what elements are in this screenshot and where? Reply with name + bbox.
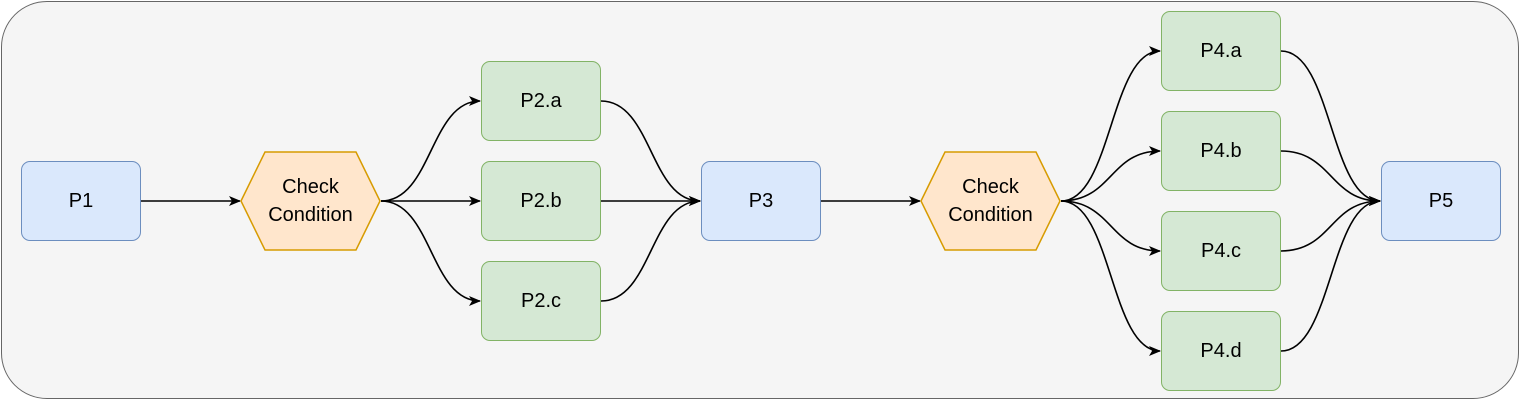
- node-p4c-label: P4.c: [1200, 239, 1242, 262]
- node-decision1-label-line1: Check: [282, 176, 339, 198]
- node-p2b-label: P2.b: [520, 189, 562, 212]
- edge-decision2-to-p4b: [1060, 146, 1161, 202]
- node-p2b[interactable]: P2.b: [481, 161, 601, 241]
- node-p2c[interactable]: P2.c: [481, 261, 601, 341]
- node-p4a[interactable]: P4.a: [1161, 11, 1281, 91]
- edge-p4c-to-p5: [1280, 196, 1381, 252]
- edge-p2a-to-p3: [600, 100, 701, 206]
- node-p4c[interactable]: P4.c: [1161, 211, 1281, 291]
- node-p3-label: P3: [748, 189, 774, 212]
- node-p2a[interactable]: P2.a: [481, 61, 601, 141]
- node-p4d[interactable]: P4.d: [1161, 311, 1281, 391]
- edge-decision1-to-p2a: [380, 96, 481, 202]
- node-decision2[interactable]: Check Condition: [920, 151, 1061, 251]
- edge-p2c-to-p3: [600, 196, 701, 302]
- edge-p4b-to-p5: [1280, 150, 1381, 206]
- node-p2c-label: P2.c: [520, 289, 562, 312]
- node-decision2-label-line2: Condition: [948, 204, 1033, 226]
- node-p5[interactable]: P5: [1381, 161, 1501, 241]
- edge-p4a-to-p5: [1280, 50, 1381, 206]
- hexagon-shape: [240, 151, 381, 251]
- edge-decision2-to-p4a: [1060, 46, 1161, 202]
- node-p1[interactable]: P1: [21, 161, 141, 241]
- node-p1-label: P1: [68, 189, 94, 212]
- node-p4b[interactable]: P4.b: [1161, 111, 1281, 191]
- edge-decision2-to-p4d: [1060, 200, 1161, 356]
- node-p4d-label: P4.d: [1200, 339, 1242, 362]
- edge-decision2-to-p4c: [1060, 200, 1161, 256]
- hexagon-shape: [920, 151, 1061, 251]
- edge-p4d-to-p5: [1280, 196, 1381, 352]
- node-p5-label: P5: [1428, 189, 1454, 212]
- node-decision1[interactable]: Check Condition: [240, 151, 381, 251]
- node-p4b-label: P4.b: [1200, 139, 1242, 162]
- edge-decision1-to-p2c: [380, 200, 481, 306]
- node-decision1-label-line2: Condition: [268, 204, 353, 226]
- node-decision2-label-line1: Check: [962, 176, 1019, 198]
- node-p3[interactable]: P3: [701, 161, 821, 241]
- node-p2a-label: P2.a: [520, 89, 562, 112]
- node-p4a-label: P4.a: [1200, 39, 1242, 62]
